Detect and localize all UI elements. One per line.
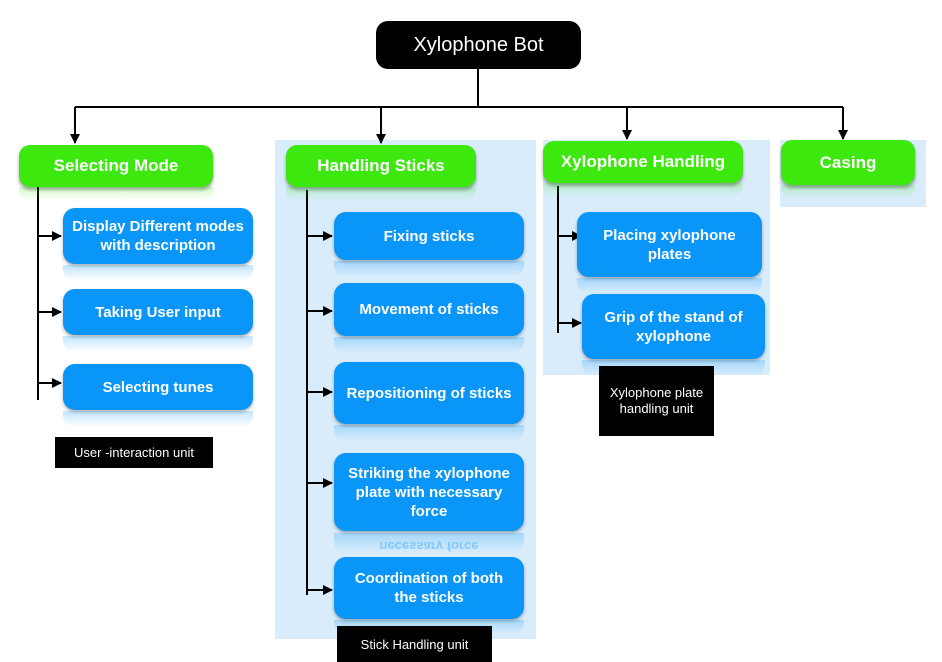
item-grip-of-stand: Grip of the stand of xylophone [582,294,765,359]
item-repositioning-of-sticks: Repositioning of sticks [334,362,524,424]
item-fixing-sticks: Fixing sticks [334,212,524,260]
caption-xylophone-plate-handling-unit: Xylophone plate handling unit [599,366,714,436]
branch-header-reflection [19,187,213,201]
caption-stick-handling-unit: Stick Handling unit [337,626,492,662]
branch-header-reflection [286,187,476,201]
item-striking-plate: Striking the xylophone plate with necess… [334,453,524,531]
branch-header-reflection [781,185,915,199]
branch-header-handling-sticks: Handling Sticks [286,145,476,187]
item-movement-of-sticks: Movement of sticks [334,283,524,336]
item-placing-xylophone-plates: Placing xylophone plates [577,212,762,277]
branch-header-reflection [543,183,743,197]
item-reflection [334,425,524,441]
caption-user-interaction-unit: User -interaction unit [55,437,213,468]
item-reflection [63,336,253,352]
item-taking-user-input: Taking User input [63,289,253,335]
branch-header-xylophone-handling: Xylophone Handling [543,141,743,183]
item-reflection [334,261,524,277]
item-selecting-tunes: Selecting tunes [63,364,253,410]
item-display-modes: Display Different modes with description [63,208,253,264]
root-node: Xylophone Bot [376,21,581,69]
item-coordination-of-sticks: Coordination of both the sticks [334,557,524,619]
item-reflection [577,278,762,294]
item-reflection [334,337,524,353]
branch-header-selecting-mode: Selecting Mode [19,145,213,187]
item-reflection-text: necessary force [379,541,479,553]
item-reflection [334,533,524,553]
branch-header-casing: Casing [781,140,915,185]
item-reflection [63,411,253,427]
item-reflection [63,265,253,281]
